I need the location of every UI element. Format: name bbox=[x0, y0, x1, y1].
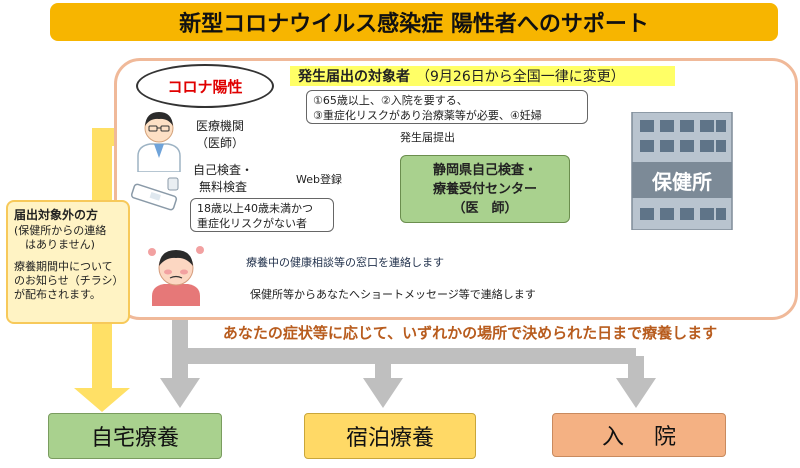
criteria-box: ①65歳以上、②入院を要する、 ③重症化リスクがあり治療薬等が必要、④妊婦 bbox=[306, 90, 588, 124]
age-group-line-1: 18歳以上40歳未満かつ bbox=[197, 202, 313, 215]
medical-line-2: （医師） bbox=[195, 136, 244, 150]
corona-positive-label: コロナ陽性 bbox=[136, 64, 274, 108]
target-banner-note: （9月26日から全国一律に変更） bbox=[416, 69, 625, 85]
note-line-4: のお知らせ（チラシ） bbox=[14, 274, 124, 287]
criteria-line-2: ③重症化リスクがあり治療薬等が必要、④妊婦 bbox=[313, 109, 542, 122]
test-kit-icon bbox=[130, 177, 179, 211]
hotel-recovery-box: 宿泊療養 bbox=[304, 413, 476, 459]
doctor-icon bbox=[137, 112, 181, 172]
selftest-line-2: 無料検査 bbox=[198, 180, 247, 194]
web-arrow-label: Web登録 bbox=[296, 173, 342, 186]
shizuoka-self-test-center: 静岡県自己検査・ 療養受付センター （医 師） bbox=[400, 155, 570, 223]
report-arrow-label: 発生届提出 bbox=[400, 131, 455, 144]
medical-line-1: 医療機関 bbox=[195, 119, 244, 133]
sms-arrow-label: 保健所等からあなたへショートメッセージ等で連絡します bbox=[250, 288, 536, 301]
note-line-5: が配布されます。 bbox=[14, 288, 101, 301]
home-recovery-box: 自宅療養 bbox=[48, 413, 222, 459]
age-group-line-2: 重症化リスクがない者 bbox=[197, 217, 307, 230]
hospitalization-box: 入院 bbox=[552, 413, 726, 457]
health-center-label: 保健所 bbox=[652, 170, 712, 194]
center-line-1: 静岡県自己検査・ bbox=[432, 162, 537, 178]
medical-institution-label: 医療機関 （医師） bbox=[190, 118, 250, 152]
consult-arrow-label: 療養中の健康相談等の窓口を連絡します bbox=[246, 256, 444, 269]
criteria-line-1: ①65歳以上、②入院を要する、 bbox=[313, 94, 468, 107]
health-center-building-icon bbox=[631, 112, 733, 230]
center-line-2: 療養受付センター bbox=[432, 181, 537, 197]
note-line-1: (保健所からの連絡 bbox=[14, 224, 107, 237]
note-heading: 届出対象外の方 bbox=[14, 208, 99, 222]
age-group-box: 18歳以上40歳未満かつ 重症化リスクがない者 bbox=[190, 198, 334, 232]
self-test-label: 自己検査・ 無料検査 bbox=[188, 162, 258, 196]
recovery-instruction: あなたの症状等に応じて、いずれかの場所で決められた日まで療養します bbox=[222, 324, 718, 342]
gray-distribution-arrows bbox=[160, 308, 656, 408]
page-title: 新型コロナウイルス感染症 陽性者へのサポート bbox=[50, 3, 778, 41]
note-line-3: 療養期間中について bbox=[14, 260, 113, 273]
sick-patient-icon bbox=[148, 246, 204, 306]
target-banner: 発生届出の対象者 （9月26日から全国一律に変更） bbox=[290, 66, 675, 86]
target-banner-label: 発生届出の対象者 bbox=[298, 69, 410, 85]
selftest-line-1: 自己検査・ bbox=[192, 163, 253, 177]
center-line-3: （医 師） bbox=[452, 200, 518, 216]
non-reportable-note: 届出対象外の方 (保健所からの連絡 はありません) 療養期間中について のお知ら… bbox=[6, 200, 130, 324]
note-line-2: はありません) bbox=[14, 238, 95, 251]
